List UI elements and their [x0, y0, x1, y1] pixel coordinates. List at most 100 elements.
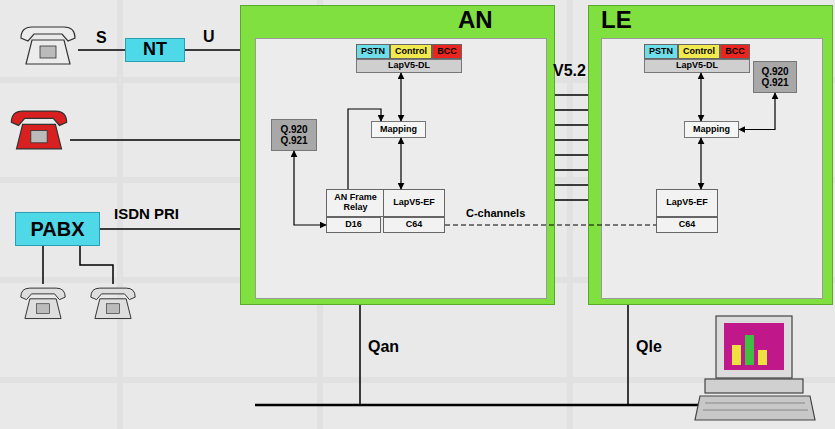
computer-icon [758, 350, 767, 365]
connector [555, 139, 588, 141]
box-label: Mapping [378, 125, 419, 135]
subscriber-wire [80, 246, 113, 284]
box-label: D16 [343, 220, 364, 230]
envelope-function-box: LapV5-EF [383, 189, 445, 217]
red-telephone-icon [11, 111, 66, 149]
interface-label: Qle [636, 338, 662, 355]
inner-panel [255, 38, 547, 299]
management-bus [627, 305, 629, 405]
mapping-box: Mapping [371, 121, 426, 138]
box-label: AN Frame Relay [327, 193, 384, 213]
box-label: LapV5-EF [391, 198, 437, 208]
data-link-box: LapV5-DL [644, 59, 750, 73]
box-label: LapV5-EF [664, 198, 710, 208]
mapping-box: Mapping [684, 121, 739, 138]
subscriber-wire [43, 50, 240, 284]
pabx-telephone-icon [21, 288, 65, 318]
connector [555, 94, 588, 96]
interface-label: Qan [368, 338, 399, 355]
management-bus [255, 305, 715, 405]
channel-box: D16 [326, 217, 381, 233]
box-label: BCC [435, 47, 459, 57]
frame-relay-box: AN Frame Relay [326, 189, 385, 217]
protocol-box: Q.920 Q.921 [271, 119, 317, 151]
connector-label-holder: V5.2 [553, 62, 586, 80]
envelope-function-box: LapV5-EF [656, 189, 718, 217]
connector-label-holder: C-channels [466, 203, 525, 221]
interface-label-holder: Qan [368, 338, 399, 356]
management-bus [359, 305, 361, 405]
box-label: Q.920 Q.921 [754, 66, 796, 88]
network-termination-box: NT [125, 38, 185, 62]
connector [294, 151, 326, 225]
box-label: LapV5-DL [386, 61, 432, 71]
computer-icon [724, 323, 784, 370]
box-label: PSTN [647, 47, 675, 57]
box-label: LapV5-DL [674, 61, 720, 71]
connector [555, 154, 588, 156]
subscriber-wire [70, 139, 240, 141]
computer-icon [703, 403, 808, 410]
red-telephone-icon [11, 111, 66, 149]
computer-icon [745, 335, 754, 365]
connector [700, 138, 701, 189]
protocol-box: PSTN [644, 44, 678, 59]
connector [555, 184, 588, 186]
local-exchange-box: LE PSTN Control BCCLapV5-DL Q.920 Q.921Mappi… [588, 5, 833, 305]
dashed-connector [445, 224, 656, 225]
box-label: Mapping [691, 125, 732, 135]
box-label: Control [681, 47, 717, 57]
connector [348, 109, 381, 189]
computer-icon [695, 396, 815, 420]
interface-label: S [96, 29, 107, 46]
interface-label-holder: S [96, 29, 107, 47]
box-label: Q.920 Q.921 [272, 124, 316, 146]
management-bus [255, 404, 715, 407]
access-network-box: AN PSTN Control BCCLapV5-DL Q.920 Q.921 Mappi… [240, 5, 555, 305]
box-label: Control [393, 47, 429, 57]
protocol-box: Control [678, 44, 720, 59]
connector-label: C-channels [466, 207, 525, 219]
data-link-box: LapV5-DL [356, 59, 462, 73]
pabx-box: PABX [15, 212, 100, 246]
computer-icon [705, 379, 803, 393]
protocol-box: PSTN [356, 44, 390, 59]
connector [100, 228, 240, 230]
connector [555, 124, 588, 126]
pabx-telephone-icon [91, 288, 135, 318]
interface-label-holder: Qle [636, 338, 662, 356]
connector [185, 49, 240, 51]
pabx-telephone-icon [91, 288, 135, 318]
box-label: PSTN [359, 47, 387, 57]
pabx-telephone-icon [21, 288, 65, 318]
connector [739, 93, 775, 130]
computer-icon [695, 316, 815, 420]
protocol-box: Q.920 Q.921 [753, 61, 797, 93]
connector-label: ISDN PRI [114, 205, 179, 222]
connector [400, 73, 401, 121]
box-label: PABX [28, 218, 86, 240]
protocol-box: BCC [720, 44, 750, 59]
telephone-icon [21, 27, 75, 64]
connector [555, 199, 588, 201]
connector-label-holder: ISDN PRI [114, 205, 179, 223]
box-label: NT [141, 40, 169, 60]
subscriber-wire [78, 49, 125, 51]
connector [700, 73, 701, 121]
protocol-box: BCC [432, 44, 462, 59]
box-title: LE [601, 7, 632, 33]
box-label: C64 [677, 220, 698, 230]
connector [555, 169, 588, 171]
telephone-icon [21, 27, 75, 64]
channel-box: C64 [383, 217, 445, 233]
box-label: BCC [723, 47, 747, 57]
connector-label: U [203, 28, 215, 45]
computer-icon [716, 316, 792, 378]
connector [555, 109, 588, 111]
box-title: AN [458, 7, 493, 33]
channel-box: C64 [656, 217, 718, 233]
subscriber-wire [42, 246, 44, 284]
